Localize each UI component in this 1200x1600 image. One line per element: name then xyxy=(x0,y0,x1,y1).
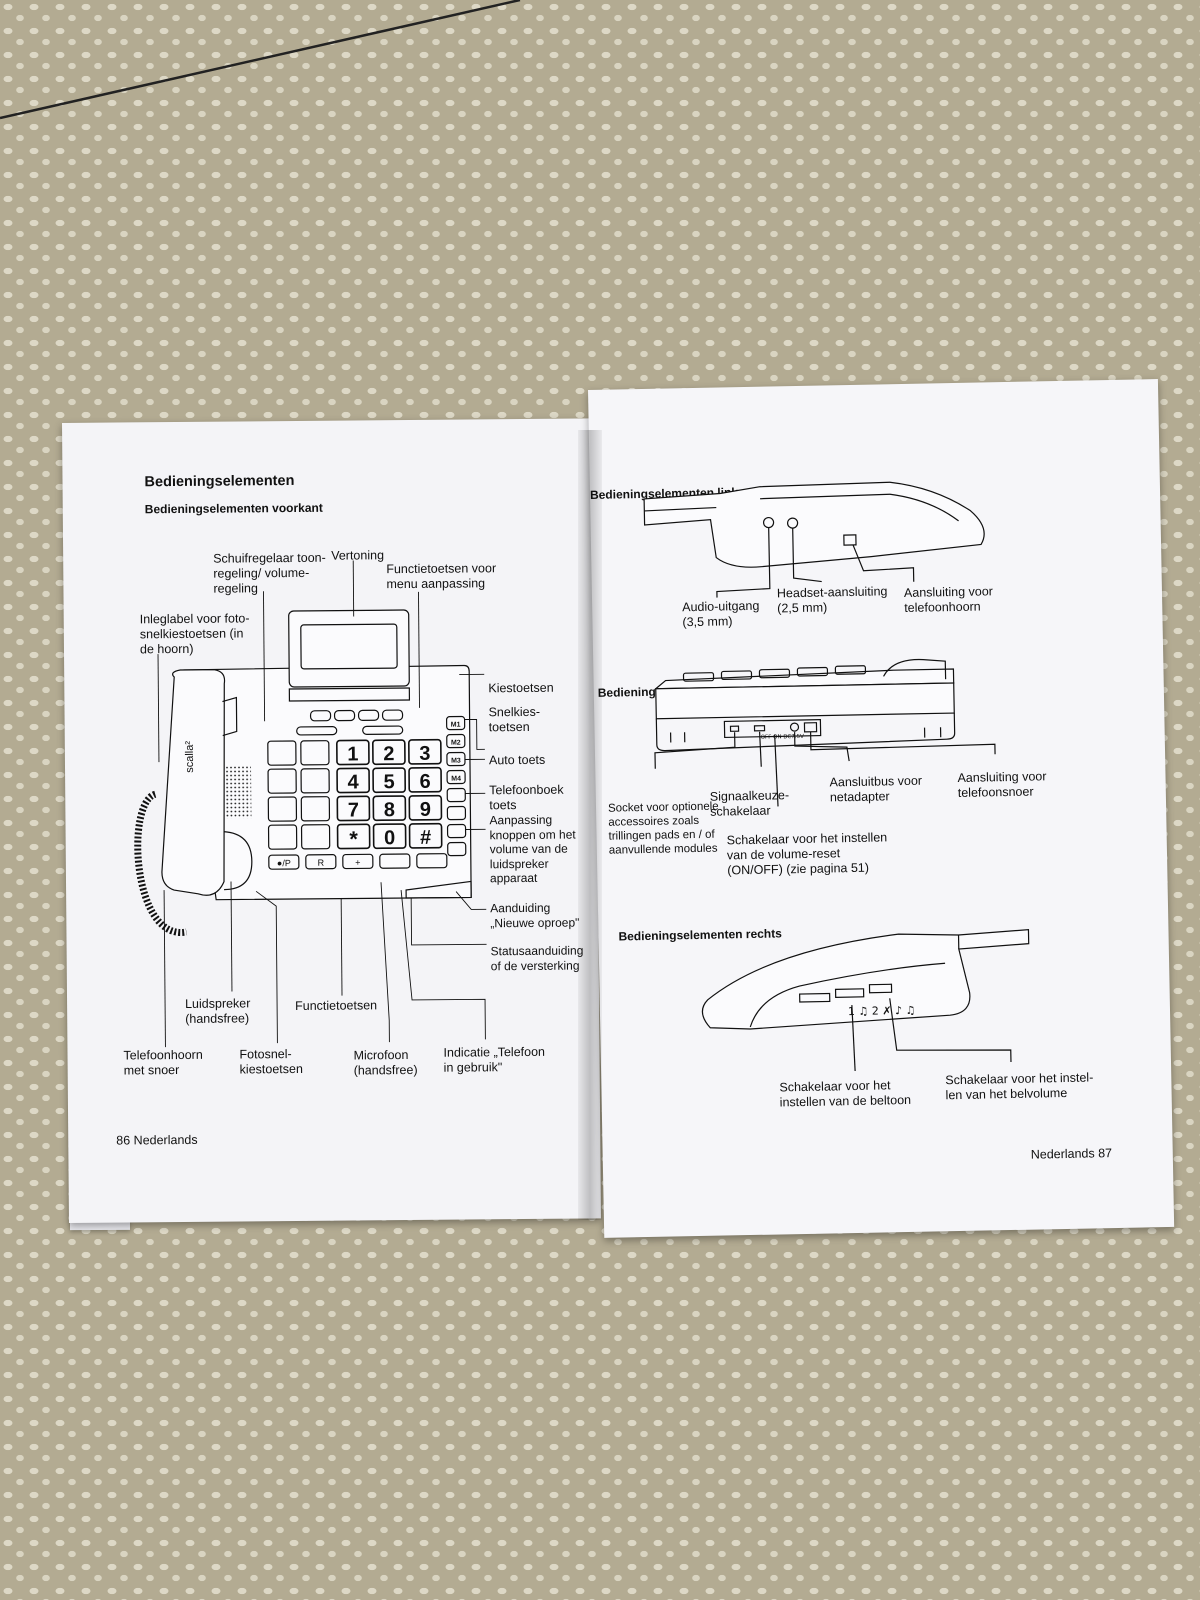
label-telefoonboek: Telefoonboek toets xyxy=(489,782,564,813)
label-belvolume: Schakelaar voor het instel- len van het … xyxy=(945,1070,1094,1103)
label-hoorn: Aansluiting voor telefoonhoorn xyxy=(903,584,994,615)
label-telefoonhoorn: Telefoonhoorn met snoer xyxy=(123,1047,203,1078)
key-0: 0 xyxy=(384,827,395,849)
key-plus: + xyxy=(355,857,360,867)
label-schuifregelaar: Schuifregelaar toon- regeling/ volume- r… xyxy=(213,550,326,596)
label-aanpassing: Aanpassing knoppen om het volume van de … xyxy=(489,812,576,886)
page-folio-left: 86 Nederlands xyxy=(116,1132,198,1148)
key-m4: M4 xyxy=(451,776,461,783)
label-kiestoetsen: Kiestoetsen xyxy=(488,680,554,696)
label-audio: Audio-uitgang (3,5 mm) xyxy=(682,598,760,630)
label-aanduiding: Aanduiding „Nieuwe oproep" xyxy=(490,900,580,931)
key-r: R xyxy=(318,858,325,868)
ringtone-icon: 1 ♫ 2 ✗ ♪ ♫ xyxy=(848,1004,916,1018)
left-page: Bedieningselementen Bedieningselementen … xyxy=(62,418,601,1223)
key-3: 3 xyxy=(419,743,430,765)
key-hash: # xyxy=(420,827,431,849)
label-beltoon: Schakelaar voor het instellen van de bel… xyxy=(779,1078,912,1110)
key-9: 9 xyxy=(420,799,431,821)
label-status: Statusaanduiding of de versterking xyxy=(490,943,584,974)
side-views-diagram: 1 ♫ 2 ✗ ♪ ♫ OFF ON DC7.5V xyxy=(643,481,1030,1072)
label-snoer: Aansluiting voor telefoonsnoer xyxy=(957,769,1047,800)
label-snelkiestoetsen: Snelkies- toetsen xyxy=(488,704,541,735)
label-schakelaar-reset: Schakelaar voor het instellen van de vol… xyxy=(726,830,888,878)
key-star: * xyxy=(349,826,358,851)
label-luidspreker: Luidspreker (handsfree) xyxy=(185,996,251,1026)
key-6: 6 xyxy=(419,771,430,793)
label-auto-toets: Auto toets xyxy=(488,752,546,768)
key-8: 8 xyxy=(384,799,395,821)
label-indicatie: Indicatie „Telefoon in gebruik" xyxy=(443,1044,546,1075)
switch-labels: OFF ON DC7.5V xyxy=(761,734,805,741)
key-m2: M2 xyxy=(451,740,461,747)
label-socket: Socket voor optionele accessoires zoals … xyxy=(607,800,719,857)
key-2: 2 xyxy=(383,743,394,765)
label-functietoetsen-menu: Functietoetsen voor menu aanpassing xyxy=(386,561,497,592)
brand-logo: scalla² xyxy=(184,741,196,773)
label-microfoon: Microfoon (handsfree) xyxy=(353,1048,418,1078)
table-crease xyxy=(0,0,521,120)
front-phone-diagram: 1 2 3 4 5 6 7 8 9 * 0 # M1 M2 M3 M4 ●/P … xyxy=(134,560,487,1048)
book-gutter xyxy=(578,430,602,1220)
key-5: 5 xyxy=(383,771,394,793)
label-signaal: Signaalkeuze- schakelaar xyxy=(709,788,790,819)
key-m1: M1 xyxy=(451,722,461,729)
key-pause: ●/P xyxy=(277,858,291,868)
label-vertoning: Vertoning xyxy=(331,548,385,563)
right-page: Bedieningselementen links Bedieningselem… xyxy=(588,379,1175,1238)
key-m3: M3 xyxy=(451,758,461,765)
label-headset: Headset-aansluiting (2,5 mm) xyxy=(776,584,888,616)
label-fotosnel: Fotosnel- kiestoetsen xyxy=(239,1047,303,1077)
page-folio-right: Nederlands 87 xyxy=(1030,1146,1113,1162)
label-inleglabel: Inleglabel voor foto- snelkiestoetsen (i… xyxy=(139,611,250,657)
label-functietoetsen: Functietoetsen xyxy=(295,998,378,1013)
key-4: 4 xyxy=(347,771,359,793)
key-7: 7 xyxy=(348,799,359,821)
label-netadapter: Aansluitbus voor netadapter xyxy=(829,773,923,805)
key-1: 1 xyxy=(347,743,358,765)
